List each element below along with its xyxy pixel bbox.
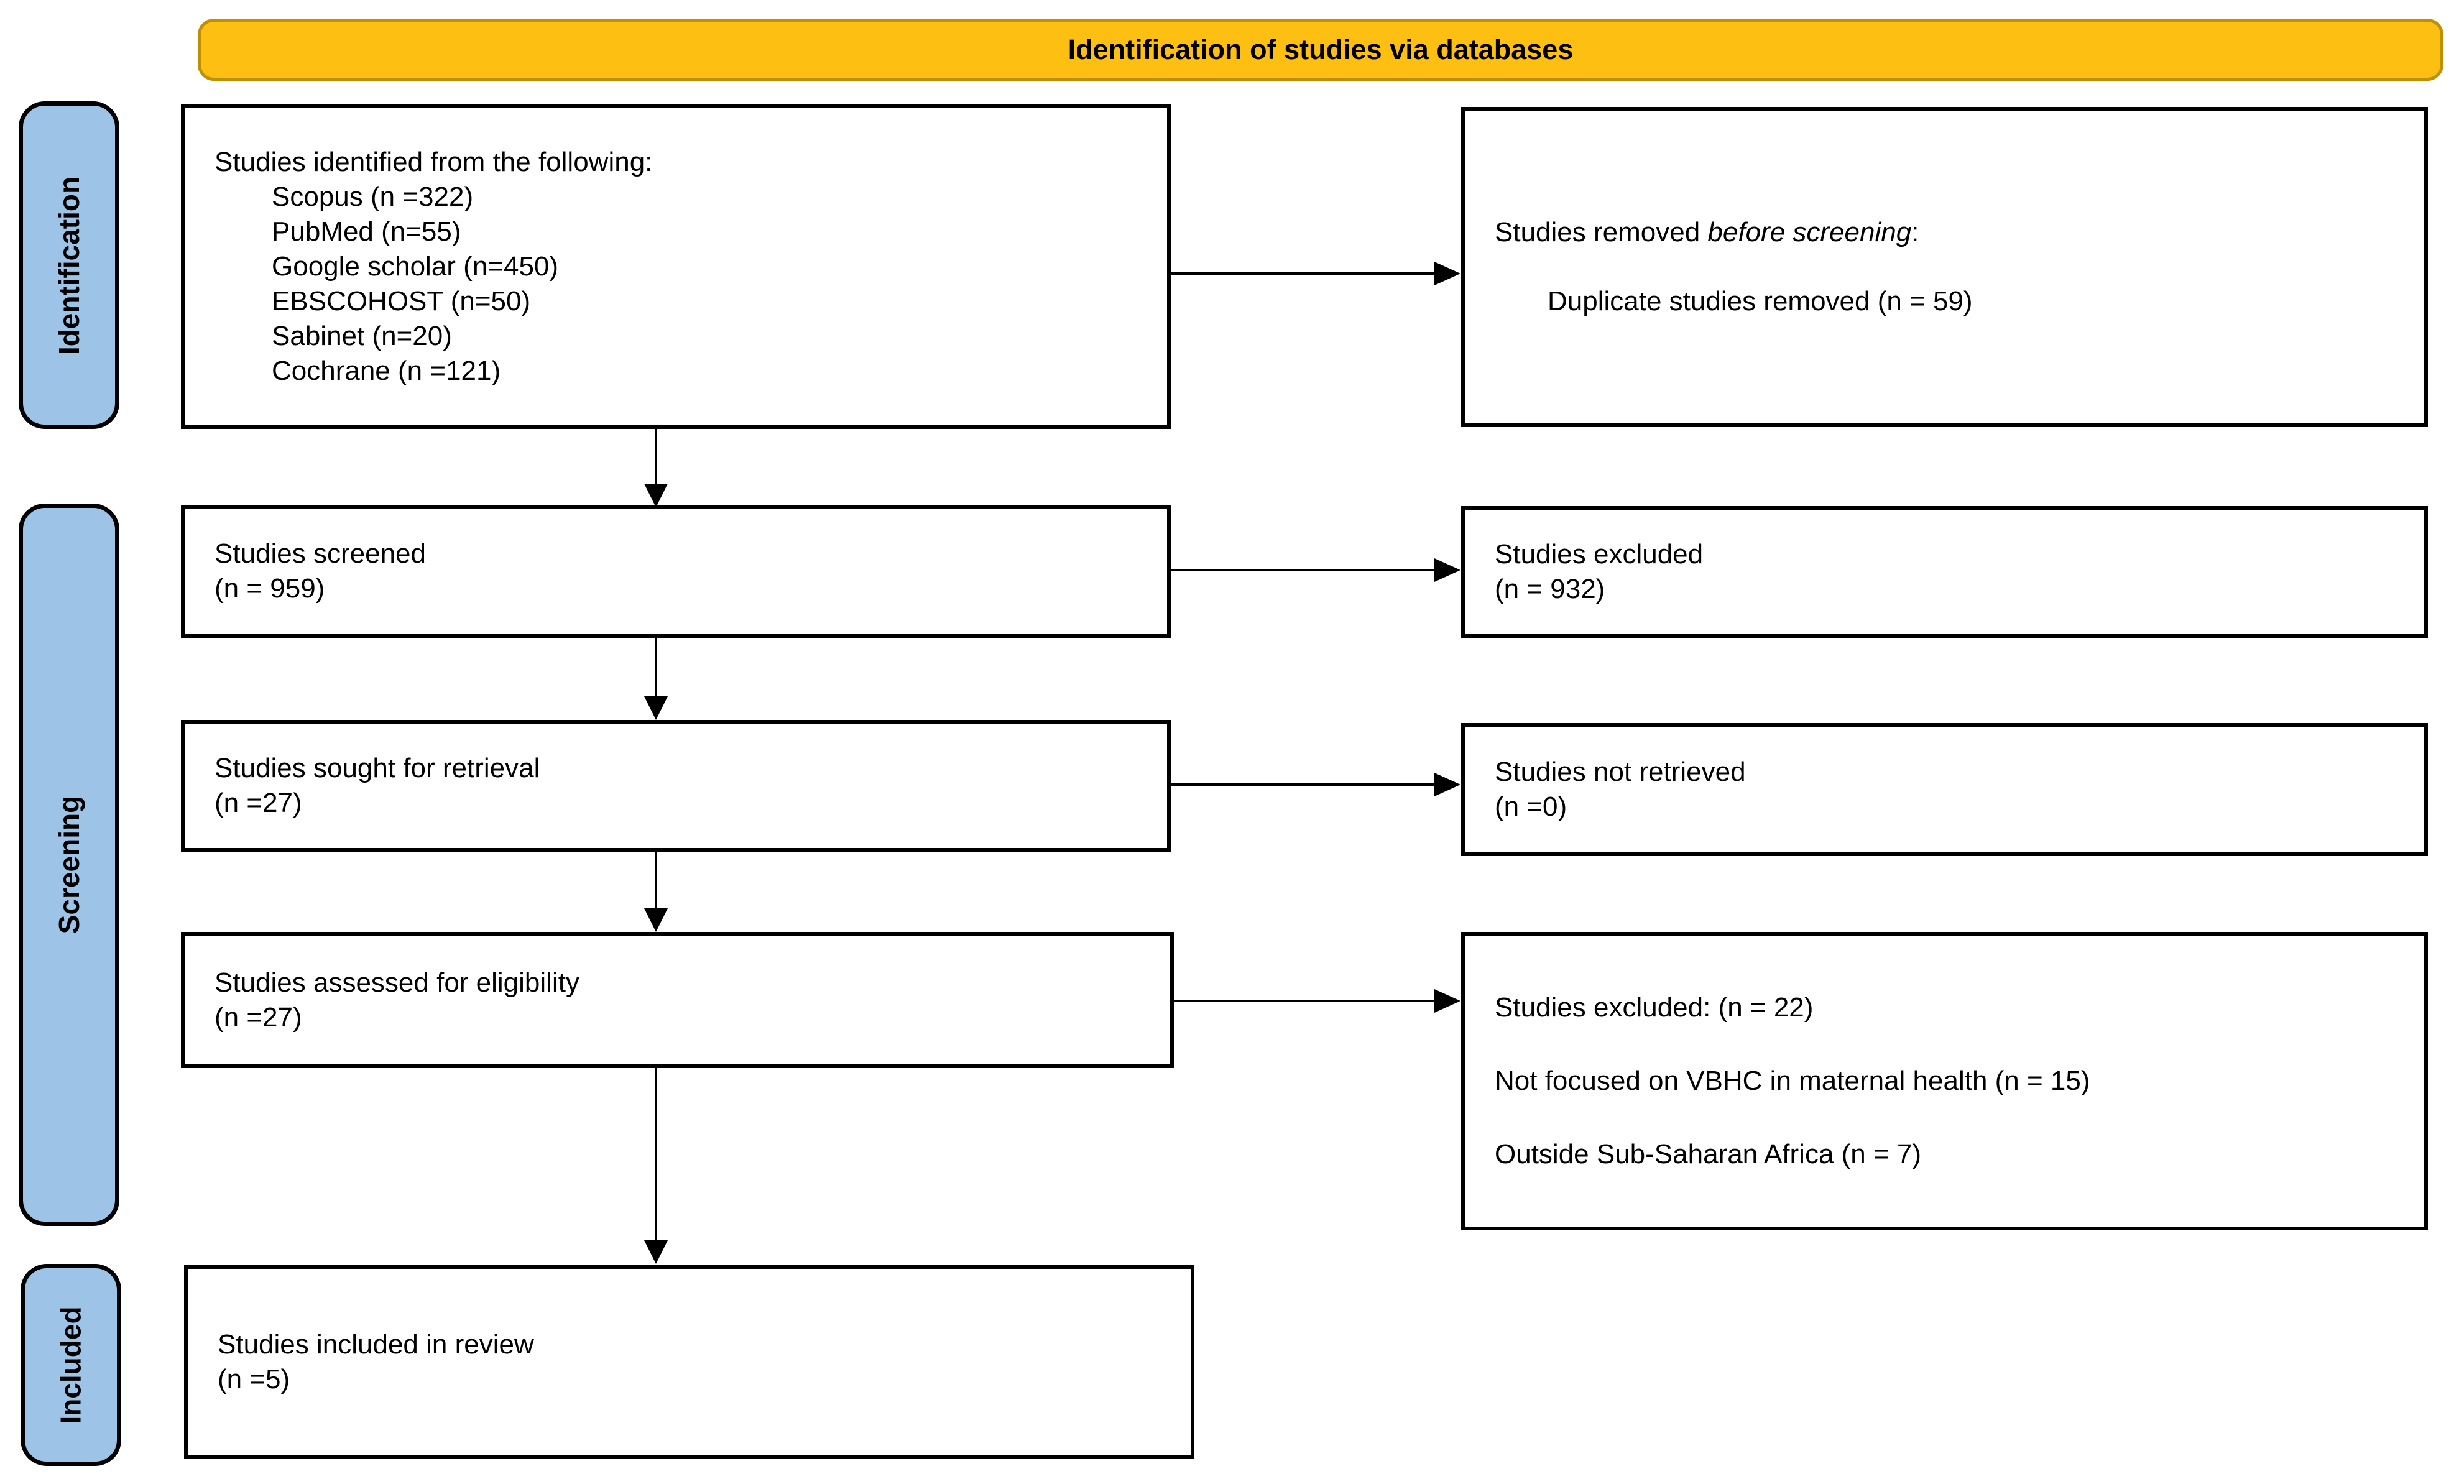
- arrow-right-head-icon: [1434, 558, 1460, 582]
- database-item-google-scholar: Google scholar (n=450): [272, 251, 559, 282]
- stage-tab-screening: Screening: [19, 504, 119, 1226]
- box-studies-excluded-screening: Studies excluded (n = 932): [1461, 506, 2428, 638]
- studies-sought-line2: (n =27): [215, 788, 302, 818]
- arrow-down-head-icon: [644, 696, 668, 720]
- studies-removed-title: Studies removed before screening:: [1495, 215, 2399, 250]
- box-studies-not-retrieved: Studies not retrieved (n =0): [1461, 723, 2428, 856]
- box-studies-included-review: Studies included in review (n =5): [184, 1265, 1194, 1459]
- studies-assessed-line2: (n =27): [215, 1002, 302, 1033]
- studies-excluded-line1: Studies excluded: [1495, 539, 1704, 569]
- database-item-sabinet: Sabinet (n=20): [272, 320, 452, 351]
- stage-tab-identification-label: Identification: [53, 176, 86, 354]
- stage-tab-included: Included: [21, 1264, 121, 1466]
- studies-included-line2: (n =5): [218, 1364, 290, 1394]
- excluded-reason-vbhc-line: Not focused on VBHC in maternal health (…: [1495, 1066, 2090, 1096]
- arrow-line: [655, 1068, 657, 1242]
- studies-screened-line1: Studies screened: [215, 538, 426, 569]
- banner-title: Identification of studies via databases: [1068, 34, 1574, 65]
- arrow-right-head-icon: [1434, 989, 1460, 1013]
- studies-removed-prefix: Studies removed: [1495, 217, 1708, 247]
- stage-tab-included-label: Included: [55, 1306, 87, 1424]
- arrow-line: [1171, 783, 1434, 786]
- arrow-line: [1174, 1000, 1434, 1002]
- studies-removed-suffix: :: [1911, 217, 1919, 247]
- box-studies-assessed-eligibility: Studies assessed for eligibility (n =27): [181, 932, 1174, 1068]
- studies-not-retrieved-line2: (n =0): [1495, 791, 1567, 822]
- studies-assessed-line1: Studies assessed for eligibility: [215, 967, 579, 998]
- box-studies-identified: Studies identified from the following: S…: [181, 104, 1171, 429]
- studies-not-retrieved-line1: Studies not retrieved: [1495, 757, 1746, 787]
- studies-identified-title: Studies identified from the following:: [215, 146, 653, 177]
- arrow-down-head-icon: [644, 908, 668, 932]
- box-studies-excluded-eligibility: Studies excluded: (n = 22) Not focused o…: [1461, 932, 2428, 1230]
- database-item-scopus: Scopus (n =322): [272, 181, 474, 212]
- arrow-right-head-icon: [1434, 262, 1460, 285]
- arrow-line: [655, 638, 657, 698]
- box-studies-screened: Studies screened (n = 959): [181, 505, 1171, 638]
- excluded-total-line: Studies excluded: (n = 22): [1495, 992, 1814, 1023]
- arrow-line: [655, 429, 657, 486]
- database-item-ebscohost: EBSCOHOST (n=50): [272, 285, 531, 316]
- spacer: [1495, 1025, 2399, 1064]
- spacer: [1495, 1099, 2399, 1137]
- box-studies-sought-retrieval: Studies sought for retrieval (n =27): [181, 720, 1171, 852]
- arrow-down-head-icon: [644, 484, 668, 507]
- arrow-line: [655, 852, 657, 910]
- box-studies-removed-before-screening: Studies removed before screening: Duplic…: [1461, 107, 2428, 427]
- arrow-line: [1171, 272, 1434, 275]
- arrow-down-head-icon: [644, 1240, 668, 1264]
- banner-identification-via-databases: Identification of studies via databases: [198, 19, 2443, 81]
- studies-screened-line2: (n = 959): [215, 573, 325, 604]
- studies-sought-line1: Studies sought for retrieval: [215, 753, 540, 783]
- excluded-reason-region-line: Outside Sub-Saharan Africa (n = 7): [1495, 1139, 1922, 1169]
- stage-tab-screening-label: Screening: [53, 795, 86, 934]
- stage-tab-identification: Identification: [19, 101, 119, 429]
- spacer: [1495, 250, 2399, 284]
- studies-included-line1: Studies included in review: [218, 1329, 534, 1360]
- database-item-cochrane: Cochrane (n =121): [272, 355, 501, 386]
- studies-removed-emphasis: before screening: [1707, 217, 1912, 247]
- duplicates-removed-line: Duplicate studies removed (n = 59): [1548, 286, 1973, 316]
- database-item-pubmed: PubMed (n=55): [272, 216, 461, 247]
- studies-excluded-line2: (n = 932): [1495, 574, 1605, 604]
- arrow-line: [1171, 569, 1434, 571]
- arrow-right-head-icon: [1434, 773, 1460, 796]
